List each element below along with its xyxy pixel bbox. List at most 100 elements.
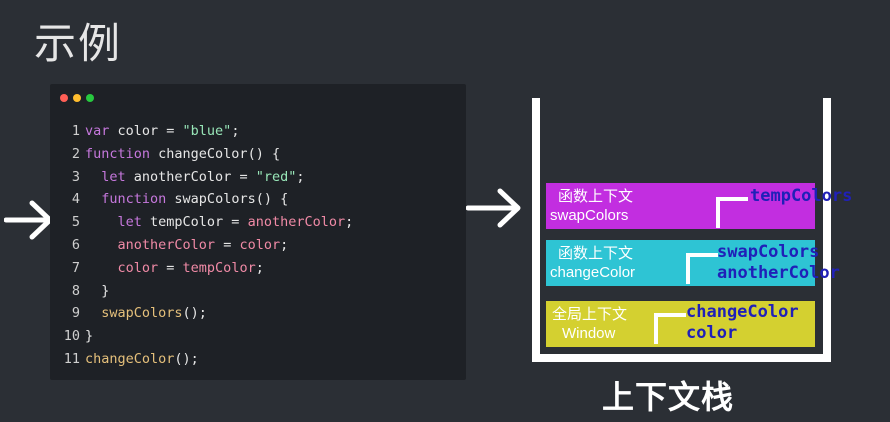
stack-caption: 上下文栈 <box>602 378 735 416</box>
code-token: "blue" <box>182 123 232 139</box>
code-token: changeColor() { <box>150 145 281 162</box>
bracket-icon <box>654 313 686 344</box>
code-token: tempColor = <box>141 214 248 231</box>
code-line: 8 } <box>50 280 466 303</box>
code-token: ; <box>231 123 240 139</box>
line-number: 11 <box>63 350 80 367</box>
code-text: function changeColor() { <box>85 143 280 166</box>
code-token: "red" <box>255 168 297 185</box>
stack-bottom <box>532 354 831 362</box>
code-line: 1 var color = "blue"; <box>50 120 466 143</box>
code-text: changeColor(); <box>85 348 199 371</box>
code-token: function <box>85 145 151 162</box>
frame-name-label: Window <box>562 325 616 342</box>
line-number: 3 <box>71 168 80 185</box>
code-line: 9 swapColors(); <box>50 302 466 325</box>
variable-label: anotherColor <box>717 263 840 283</box>
maximize-dot-icon <box>86 94 94 102</box>
frame-variables: changeColor color <box>686 302 799 344</box>
code-window: 1 var color = "blue"; 2 function changeColo… <box>50 84 466 380</box>
code-token <box>85 237 118 253</box>
bracket-icon <box>716 197 748 228</box>
code-token <box>85 260 118 276</box>
code-text: function swapColors() { <box>85 188 288 211</box>
line-number: 4 <box>71 191 80 208</box>
line-number: 9 <box>71 305 80 322</box>
code-token: color <box>117 259 159 276</box>
variable-label: color <box>686 323 738 343</box>
stack-frame-global: 全局上下文 Window <box>546 301 815 347</box>
code-text: let tempColor = anotherColor; <box>85 211 354 234</box>
code-token: ; <box>280 236 289 253</box>
code-line: 10} <box>50 325 466 348</box>
frame-variables: tempColors <box>750 186 852 207</box>
code-token <box>85 191 101 207</box>
code-token: let <box>101 168 126 185</box>
line-number: 2 <box>71 145 80 162</box>
code-listing: 1 var color = "blue"; 2 function changeColo… <box>50 120 466 371</box>
right-arrow-icon <box>466 188 521 228</box>
code-token: } <box>85 282 110 299</box>
code-token: color <box>239 236 281 253</box>
code-text: let anotherColor = "red"; <box>85 166 304 189</box>
code-line: 6 anotherColor = color; <box>50 234 466 257</box>
stack-right-wall <box>823 98 831 362</box>
variable-label: changeColor <box>686 302 799 322</box>
code-text: swapColors(); <box>85 302 207 325</box>
minimize-dot-icon <box>73 94 81 102</box>
code-token: } <box>85 328 94 345</box>
frame-type-label: 函数上下文 <box>558 245 634 262</box>
code-line: 2 function changeColor() { <box>50 143 466 166</box>
code-token: (); <box>182 305 207 322</box>
code-token: tempColor <box>182 259 256 276</box>
bracket-icon <box>686 253 718 284</box>
line-number: 10 <box>63 328 80 345</box>
code-token: = <box>158 259 183 276</box>
window-controls <box>60 94 94 102</box>
code-token: (); <box>174 350 199 367</box>
code-token: = <box>215 236 240 253</box>
code-token: var <box>85 123 110 139</box>
frame-name-label: changeColor <box>550 264 636 281</box>
line-number: 6 <box>71 236 80 253</box>
variable-label: swapColors <box>717 242 820 262</box>
line-number: 7 <box>71 259 80 276</box>
code-text: } <box>85 280 109 303</box>
frame-type-label: 全局上下文 <box>552 306 628 323</box>
line-number: 5 <box>71 214 80 231</box>
line-number: 8 <box>71 282 80 299</box>
stack-left-wall <box>532 98 540 362</box>
code-line: 11 changeColor(); <box>50 348 466 371</box>
page-title: 示例 <box>34 19 123 68</box>
code-token: color = <box>109 123 183 139</box>
code-line: 5 let tempColor = anotherColor; <box>50 211 466 234</box>
frame-variables: swapColors anotherColor <box>717 242 840 284</box>
code-token: ; <box>296 168 305 185</box>
code-token: anotherColor <box>247 214 346 231</box>
code-line: 7 color = tempColor; <box>50 257 466 280</box>
code-text: } <box>85 325 93 348</box>
code-line: 4 function swapColors() { <box>50 188 466 211</box>
line-number: 1 <box>71 123 80 139</box>
code-token: let <box>117 214 142 231</box>
code-token: changeColor <box>85 350 175 367</box>
code-token: ; <box>255 259 264 276</box>
code-token <box>85 305 101 321</box>
stack-frame-changecolor: 函数上下文 changeColor <box>546 240 815 286</box>
code-token: ; <box>345 214 354 231</box>
code-token: swapColors() { <box>166 191 289 208</box>
code-text: var color = "blue"; <box>85 120 239 143</box>
code-text: color = tempColor; <box>85 257 264 280</box>
right-arrow-icon <box>4 200 53 240</box>
code-token: anotherColor = <box>125 168 256 185</box>
frame-name-label: swapColors <box>550 207 629 224</box>
frame-type-label: 函数上下文 <box>558 188 634 205</box>
code-token: swapColors <box>101 305 183 322</box>
close-dot-icon <box>60 94 68 102</box>
stack-frame-swapcolors: 函数上下文 swapColors <box>546 183 815 229</box>
code-token: function <box>101 191 167 208</box>
code-token <box>85 169 101 185</box>
code-line: 3 let anotherColor = "red"; <box>50 166 466 189</box>
code-token <box>85 214 118 230</box>
code-token: anotherColor <box>117 236 216 253</box>
